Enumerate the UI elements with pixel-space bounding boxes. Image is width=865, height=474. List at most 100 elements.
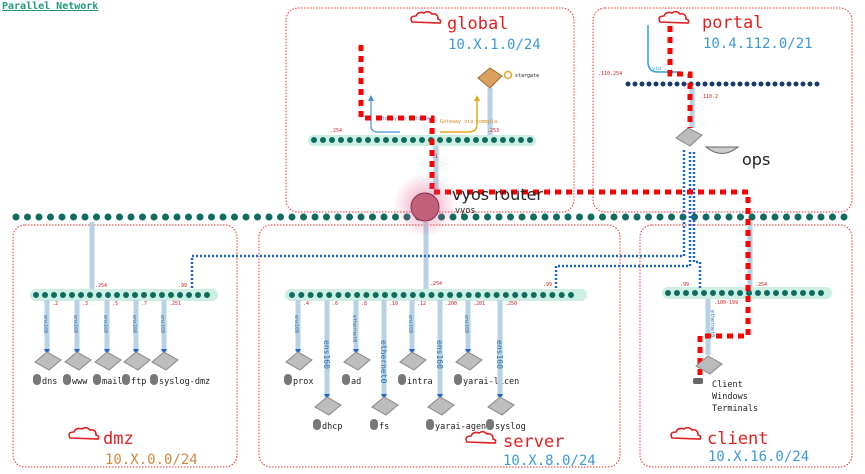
svg-text:.250: .250 [505,301,517,307]
svg-text:Windows: Windows [712,392,748,402]
os-icon [370,419,378,430]
blue-paths [190,150,702,288]
zone-name: client [707,429,768,449]
gateway-commpla-arrow: Gateway via commpla [440,95,497,133]
svg-text:.7: .7 [141,301,147,307]
red-path [358,26,751,378]
svg-text:.254: .254 [95,283,107,289]
svg-text:via ...: via ... [652,66,673,72]
svg-text:vyos: vyos [455,206,475,216]
svg-text:ops: ops [742,150,770,169]
svg-text:.253: .253 [487,128,499,134]
zone-subnet: 10.X.16.0/24 [708,449,809,465]
terminal-icon [693,378,703,384]
dmz-hosts: .2ens160dns.3ens160www.5ens160mail.7ens1… [33,300,210,387]
svg-text:syslog: syslog [495,422,526,432]
zone-dmz: dmz 10.X.0.0/24 [12,224,238,468]
os-icon [33,374,41,385]
svg-text:.110.2: .110.2 [700,94,718,100]
svg-text:.251: .251 [169,301,181,307]
server-icon [151,351,179,371]
svg-text:ens160: ens160 [322,340,331,369]
global-bus[interactable] [308,135,536,146]
os-icon [454,374,462,385]
svg-text:.8: .8 [361,301,367,307]
client-terminals[interactable]: Client Windows Terminals [693,355,758,414]
svg-text:ens160: ens160 [463,315,469,333]
zone-subnet: 10.X.1.0/24 [448,37,541,53]
svg-text:dns: dns [42,377,57,387]
svg-text:ens160: ens160 [495,340,504,369]
svg-text:prox: prox [293,377,313,387]
svg-text:www: www [72,377,88,387]
bowl-icon [704,146,740,154]
svg-text:.12: .12 [417,301,426,307]
os-icon [63,374,71,385]
svg-text:.4: .4 [303,301,309,307]
os-icon [284,374,292,385]
svg-text:ens160: ens160 [435,340,444,369]
svg-text:.3: .3 [82,301,88,307]
zone-portal: portal 10.4.112.0/21 [592,7,853,213]
server-icon [285,351,313,371]
svg-text:.254: .254 [430,281,442,287]
svg-text:Gateway to Internet: Gateway to Internet [376,116,433,122]
zone-name: portal [702,13,763,33]
os-icon [313,419,321,430]
page-title[interactable]: Parallel Network [2,1,98,12]
server-hosts: .4ens160prox.6ens160dhcp.8ethernet0ad.10… [284,300,526,432]
server-icon [64,351,92,371]
server-icon [371,396,399,416]
svg-text:Client: Client [712,380,743,390]
vyos-router[interactable]: vyos router vyos [393,173,543,237]
os-icon [426,419,434,430]
client-bus[interactable] [662,287,832,299]
server-icon [314,396,342,416]
server-icon [94,351,122,371]
svg-text:ens160: ens160 [407,315,413,333]
svg-text:.10: .10 [389,301,398,307]
svg-text:yarai-agent: yarai-agent [435,422,491,432]
zone-subnet: 10.4.112.0/21 [703,36,813,52]
server-bus[interactable] [285,289,587,301]
os-icon [398,374,406,385]
gateway-internet-arrow: Gateway to Internet [368,95,433,133]
svg-text:.6: .6 [332,301,338,307]
svg-text:.1: .1 [432,154,438,160]
ops-device[interactable]: ops [675,127,770,169]
zone-name: server [503,432,564,452]
host-www[interactable]: .3 ens160 www [63,300,92,387]
server-icon [399,351,427,371]
svg-text:ens160: ens160 [159,315,165,333]
os-icon [150,374,158,385]
dmz-bus[interactable] [30,289,218,301]
os-icon [122,374,130,385]
zone-client: client 10.X.16.0/24 [639,224,853,468]
os-icon [486,419,494,430]
svg-text:.2: .2 [52,301,58,307]
svg-text:fs: fs [379,422,389,432]
svg-text:mail: mail [102,377,122,387]
host-syslog[interactable]: .250 ens160 syslog [486,300,526,432]
svg-text:.201: .201 [473,301,485,307]
svg-text:Terminals: Terminals [712,404,758,414]
via-arrow [647,25,680,73]
stargate-device[interactable]: stargate [477,67,539,89]
svg-text:.254: .254 [755,282,767,288]
stargate-icon [503,70,513,80]
server-icon [34,351,62,371]
svg-text:stargate: stargate [515,73,539,79]
svg-text:ens160: ens160 [72,315,78,333]
